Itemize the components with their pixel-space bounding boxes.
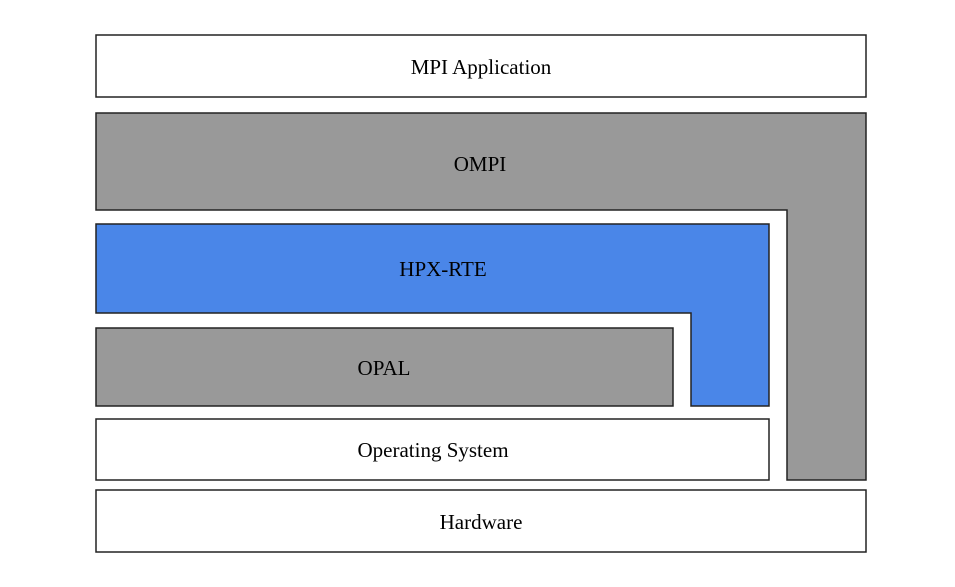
mpi-application-box — [95, 34, 867, 98]
layer-hpx-rte: HPX-RTE — [95, 223, 770, 407]
hardware-box — [95, 489, 867, 553]
layer-ompi: OMPI — [95, 112, 867, 481]
mpi-application-label: MPI Application — [411, 55, 552, 79]
hpx-rte-shape — [95, 223, 770, 407]
ompi-shape — [95, 112, 867, 481]
hpx-rte-label: HPX-RTE — [399, 257, 486, 281]
layer-hardware: Hardware — [95, 489, 867, 553]
ompi-label: OMPI — [454, 152, 507, 176]
layer-operating-system: Operating System — [95, 418, 770, 481]
operating-system-label: Operating System — [357, 438, 508, 462]
operating-system-box — [95, 418, 770, 481]
layer-mpi-application: MPI Application — [95, 34, 867, 98]
layer-opal: OPAL — [95, 327, 674, 407]
opal-box — [95, 327, 674, 407]
opal-label: OPAL — [358, 356, 411, 380]
hardware-label: Hardware — [440, 510, 523, 534]
